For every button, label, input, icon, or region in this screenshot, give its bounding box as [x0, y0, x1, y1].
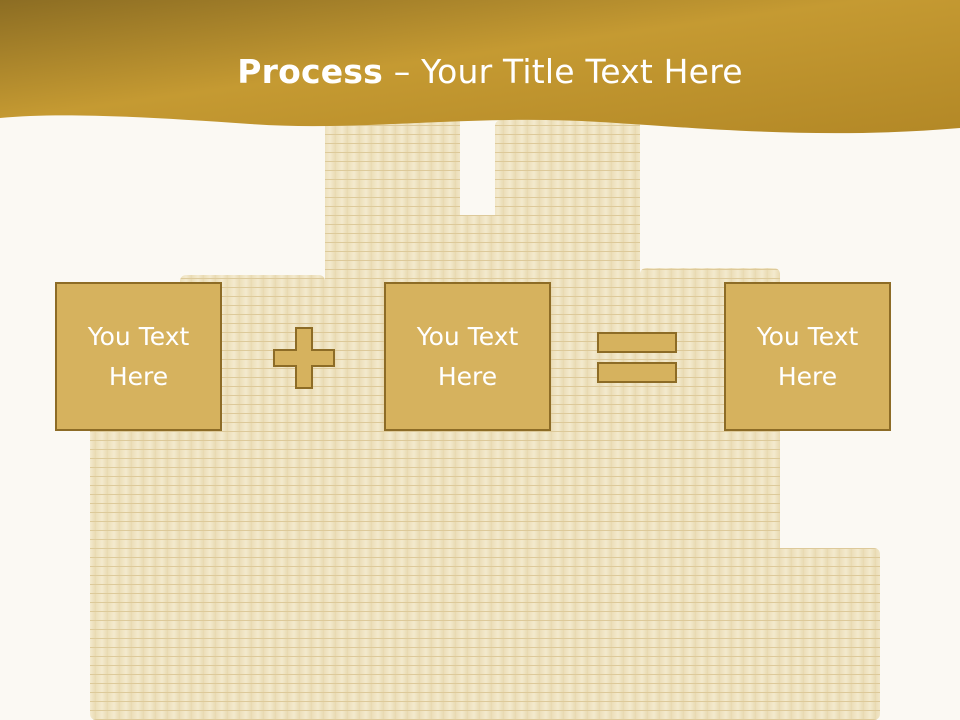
- plus-icon: [273, 327, 335, 389]
- process-box-1[interactable]: You Text Here: [55, 282, 222, 431]
- slide-title: Process – Your Title Text Here: [0, 52, 960, 91]
- process-box-2-label: You Text Here: [416, 321, 519, 391]
- title-bold-part: Process: [237, 52, 383, 91]
- process-box-3-label: You Text Here: [756, 321, 859, 391]
- equals-icon: [597, 332, 677, 383]
- title-separator: –: [383, 52, 422, 91]
- process-box-2[interactable]: You Text Here: [384, 282, 551, 431]
- title-rest-part: Your Title Text Here: [421, 52, 743, 91]
- process-box-3[interactable]: You Text Here: [724, 282, 891, 431]
- header-banner: [0, 0, 960, 134]
- process-box-1-label: You Text Here: [87, 321, 190, 391]
